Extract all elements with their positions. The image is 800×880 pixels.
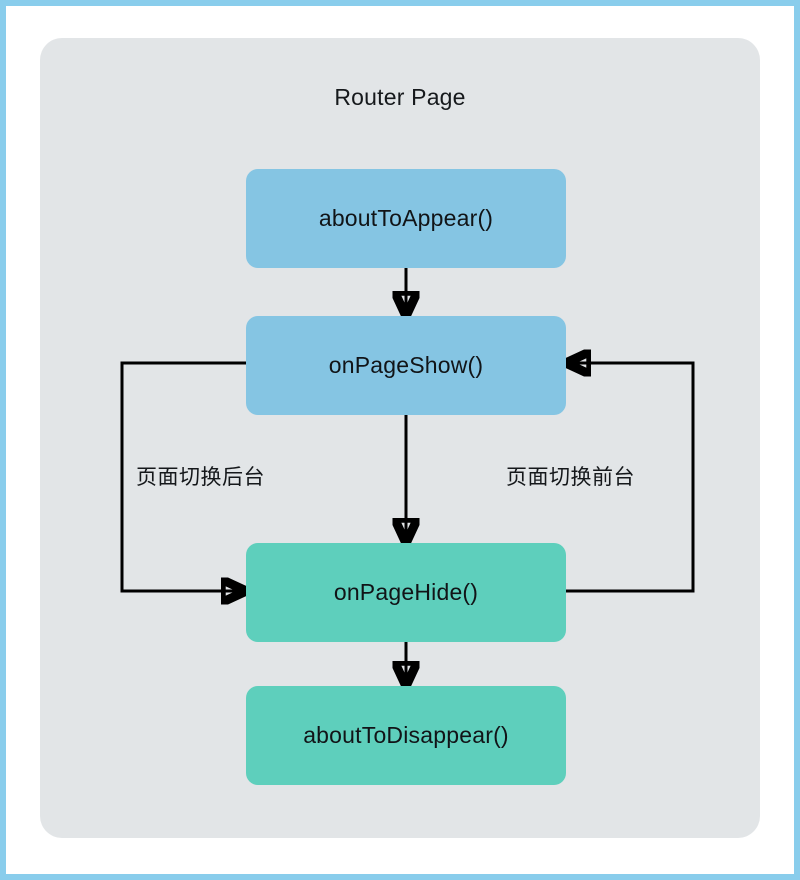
node-on-page-show[interactable]: onPageShow()	[246, 316, 566, 415]
node-about-to-disappear[interactable]: aboutToDisappear()	[246, 686, 566, 785]
router-page-panel: Router Page aboutToAppear() onPageShow()…	[40, 38, 760, 838]
edge-label-to-foreground: 页面切换前台	[506, 466, 635, 489]
edge-label-to-background: 页面切换后台	[136, 466, 265, 489]
page-title: Router Page	[334, 84, 466, 110]
node-about-to-appear[interactable]: aboutToAppear()	[246, 169, 566, 268]
node-on-page-hide[interactable]: onPageHide()	[246, 543, 566, 642]
